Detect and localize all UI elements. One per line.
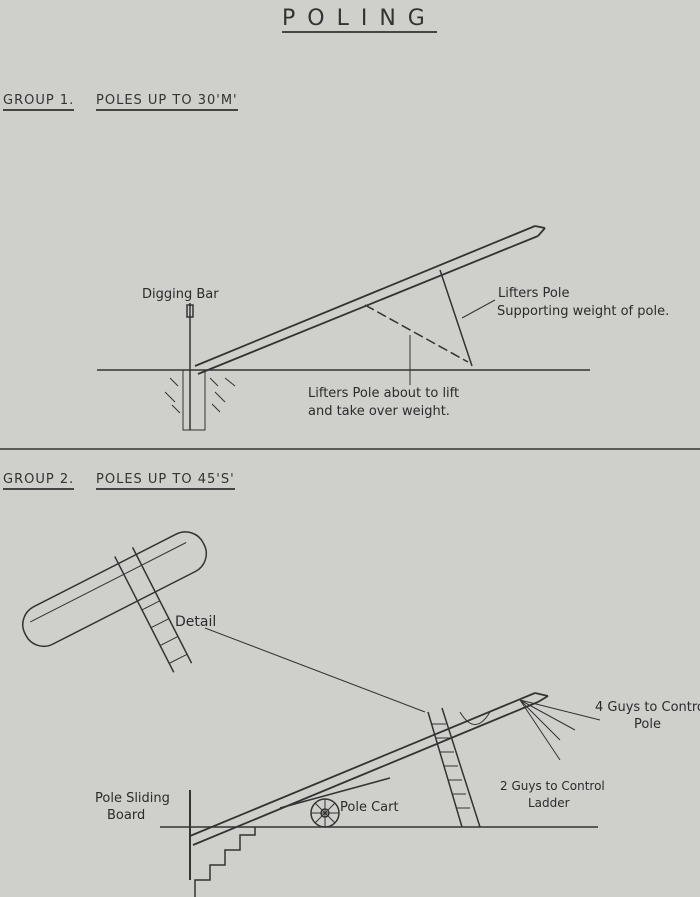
- pole-cart: [279, 777, 391, 828]
- pole-2: [189, 692, 549, 846]
- label-lifters-pole: Lifters Pole: [498, 286, 570, 301]
- label-board: Board: [107, 808, 146, 823]
- label-supporting-weight: Supporting weight of pole.: [497, 304, 670, 319]
- ladder: [427, 707, 481, 828]
- group-1-heading: POLES UP TO 30'M': [96, 93, 238, 111]
- group-1-label: GROUP 1.: [3, 93, 75, 111]
- digging-bar: [186, 303, 194, 430]
- lifters-pole-supporting: [439, 269, 473, 367]
- leader-line: [461, 299, 496, 319]
- pole-hole-2: [194, 827, 256, 897]
- lifters-pole-lifting: [364, 304, 469, 363]
- label-2-guys-ladder: Ladder: [528, 796, 570, 810]
- pole-hole-1: [164, 370, 236, 431]
- pole-1: [194, 225, 546, 375]
- label-4-guys-pole: Pole: [634, 717, 661, 732]
- page-title: POLING: [282, 6, 437, 33]
- group-2-heading: POLES UP TO 45'S': [96, 472, 235, 490]
- guy-ropes: [459, 699, 601, 761]
- label-pole-cart: Pole Cart: [340, 800, 399, 815]
- detail-leader: [204, 627, 426, 713]
- label-4-guys: 4 Guys to Control: [595, 700, 700, 715]
- label-digging-bar: Digging Bar: [142, 287, 219, 302]
- label-take-over-weight: and take over weight.: [308, 404, 450, 419]
- detail-sketch: [22, 531, 208, 673]
- label-about-to-lift: Lifters Pole about to lift: [308, 386, 460, 401]
- label-2-guys: 2 Guys to Control: [500, 779, 605, 793]
- label-pole-sliding: Pole Sliding: [95, 791, 170, 806]
- group-2-label: GROUP 2.: [3, 472, 75, 490]
- label-detail: Detail: [175, 614, 217, 630]
